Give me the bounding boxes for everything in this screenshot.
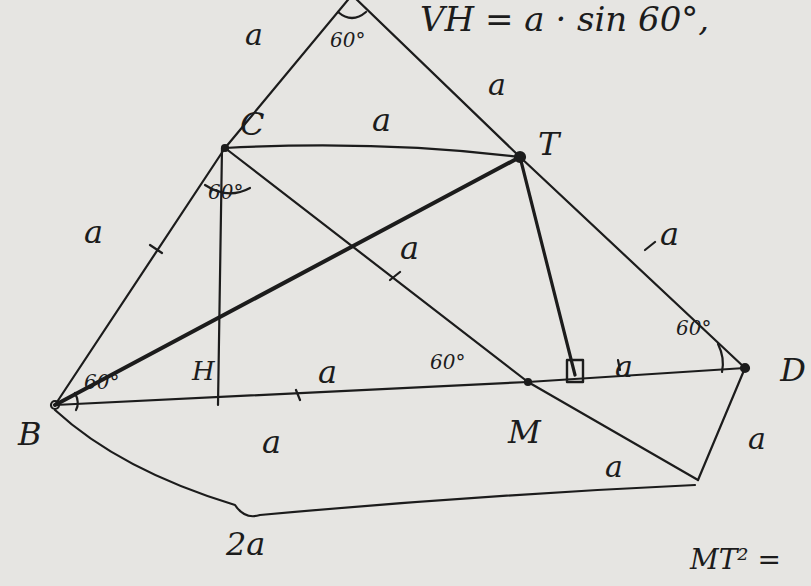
height-t	[520, 157, 575, 375]
edge-dp	[698, 368, 745, 480]
sketch-label: 60°	[430, 352, 465, 372]
sketch-label: 60°	[84, 372, 119, 392]
sketch-label: MT² =	[690, 546, 781, 574]
angle-arc	[75, 393, 78, 410]
edge-td	[352, 0, 745, 368]
angle-arc	[718, 344, 723, 372]
sketch-label: M	[508, 416, 541, 448]
sketch-label: a	[615, 352, 633, 382]
sketch-label: 2a	[226, 528, 265, 560]
brace	[55, 410, 695, 516]
edge-bc	[55, 0, 352, 405]
point	[525, 379, 531, 385]
sketch-label: a	[372, 104, 391, 136]
sketch-label: a	[660, 218, 679, 250]
point	[51, 401, 59, 409]
sketch-label: a	[318, 356, 337, 388]
sketch-label: VH = a · sin 60°,	[420, 2, 709, 36]
edge-ct	[225, 145, 520, 157]
sketch-label: D	[780, 354, 806, 386]
tick-marks	[150, 242, 655, 400]
point	[515, 152, 525, 162]
sketch-label: a	[488, 70, 506, 100]
sketch-label: H	[192, 358, 215, 384]
point	[222, 145, 228, 151]
sketch-label: a	[245, 20, 263, 50]
edge-cp	[225, 148, 698, 480]
sketch-label: T	[538, 128, 559, 160]
sketch-label: C	[240, 108, 264, 140]
sketch-label: a	[605, 452, 623, 482]
sketch-label: 60°	[208, 182, 243, 202]
point	[741, 364, 749, 372]
angle-arc	[338, 12, 366, 18]
right-angle	[567, 360, 583, 382]
sketch-label: a	[262, 426, 281, 458]
sketch-label: B	[18, 418, 42, 450]
edge-bt	[55, 157, 520, 405]
sketch-label: a	[84, 216, 103, 248]
sketch-label: a	[748, 424, 766, 454]
edge-bd	[55, 368, 745, 405]
sketch-label: a	[400, 232, 419, 264]
sketch-label: 60°	[330, 30, 365, 50]
sketch-label: 60°	[676, 318, 711, 338]
